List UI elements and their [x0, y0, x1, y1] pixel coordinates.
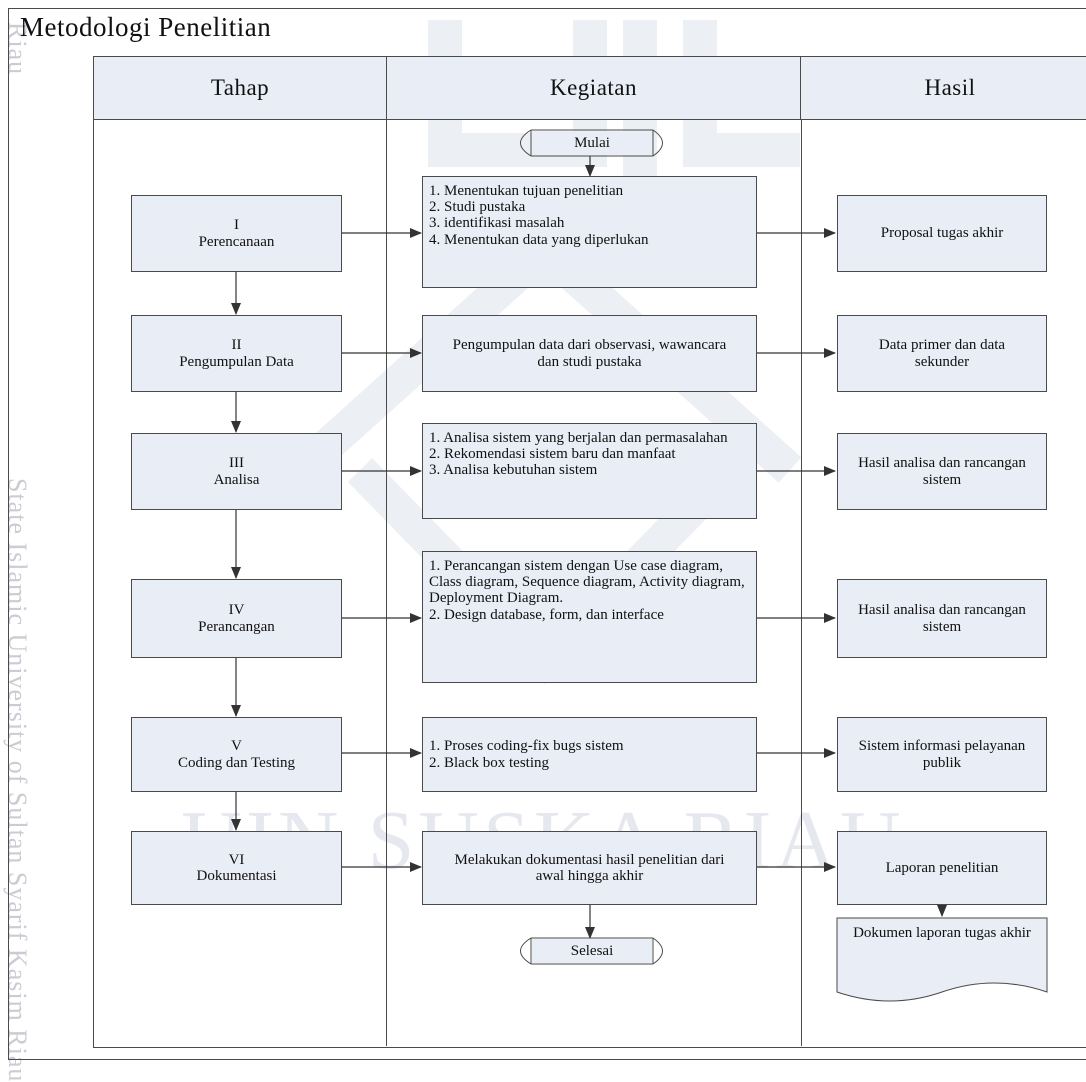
final-document-shape [836, 917, 1048, 1002]
side-watermark-text: State Islamic University of Sultan Syari… [3, 478, 32, 1082]
column-header-kegiatan: Kegiatan [386, 56, 801, 120]
activity-line: Pengumpulan data dari observasi, wawanca… [452, 337, 727, 370]
result-box-4: Hasil analisa dan rancangan sistem [837, 579, 1047, 658]
stage-box-5: V Coding dan Testing [131, 717, 342, 792]
activity-box-5: 1. Proses coding-fix bugs sistem 2. Blac… [422, 717, 757, 792]
stage-number: V [231, 738, 242, 755]
stage-number: III [229, 455, 244, 472]
stage-number: IV [228, 602, 245, 619]
stage-number: VI [228, 851, 245, 868]
activity-box-1: 1. Menentukan tujuan penelitian 2. Studi… [422, 176, 757, 288]
activity-line: Melakukan dokumentasi hasil penelitian d… [454, 851, 725, 884]
final-document-label: Dokumen laporan tugas akhir [853, 925, 1031, 941]
activity-line: 2. Black box testing [429, 754, 549, 771]
stage-name: Analisa [213, 471, 260, 488]
activity-line: 2. Rekomendasi sistem baru dan manfaat [429, 446, 676, 463]
stage-box-6: VI Dokumentasi [131, 831, 342, 905]
stage-name: Dokumentasi [196, 868, 277, 884]
stage-name: Perancangan [198, 618, 275, 635]
start-terminator: Mulai [532, 131, 652, 155]
result-box-1: Proposal tugas akhir [837, 195, 1047, 272]
result-box-6: Laporan penelitian [837, 831, 1047, 905]
activity-box-6: Melakukan dokumentasi hasil penelitian d… [422, 831, 757, 905]
column-header-hasil: Hasil [800, 56, 1086, 120]
side-watermark-top: Riau [3, 22, 32, 76]
result-box-2: Data primer dan data sekunder [837, 315, 1047, 392]
stage-box-4: IV Perancangan [131, 579, 342, 658]
page-title: Metodologi Penelitian [20, 12, 272, 42]
activity-box-3: 1. Analisa sistem yang berjalan dan perm… [422, 423, 757, 519]
end-terminator: Selesai [532, 939, 652, 963]
activity-line: 2. Design database, form, dan interface [429, 606, 664, 623]
stage-name: Pengumpulan Data [179, 353, 294, 370]
stage-box-2: II Pengumpulan Data [131, 315, 342, 392]
activity-line: 1. Analisa sistem yang berjalan dan perm… [429, 430, 728, 446]
activity-line: 1. Perancangan sistem dengan Use case di… [429, 558, 745, 607]
activity-box-2: Pengumpulan data dari observasi, wawanca… [422, 315, 757, 392]
activity-line: 1. Proses coding-fix bugs sistem [429, 738, 624, 755]
activity-line: 1. Menentukan tujuan penelitian [429, 183, 624, 199]
activity-box-4: 1. Perancangan sistem dengan Use case di… [422, 551, 757, 683]
connectors [231, 129, 1048, 1002]
lane-divider [386, 56, 802, 1046]
stage-name: Coding dan Testing [177, 754, 295, 771]
stage-box-3: III Analisa [131, 433, 342, 510]
activity-line: 4. Menentukan data yang diperlukan [429, 231, 649, 248]
stage-number: I [234, 217, 239, 234]
activity-line: 3. identifikasi masalah [429, 215, 565, 232]
activity-line: 2. Studi pustaka [429, 199, 526, 216]
side-watermark: Riau State Islamic University of Sultan … [2, 0, 32, 1082]
stage-number: II [231, 337, 242, 354]
activity-line: 3. Analisa kebutuhan sistem [429, 462, 598, 479]
stage-box-1: I Perencanaan [131, 195, 342, 272]
result-box-3: Hasil analisa dan rancangan sistem [837, 433, 1047, 510]
column-header-tahap: Tahap [93, 56, 387, 120]
stage-name: Perencanaan [198, 233, 275, 250]
result-box-5: Sistem informasi pelayanan publik [837, 717, 1047, 792]
